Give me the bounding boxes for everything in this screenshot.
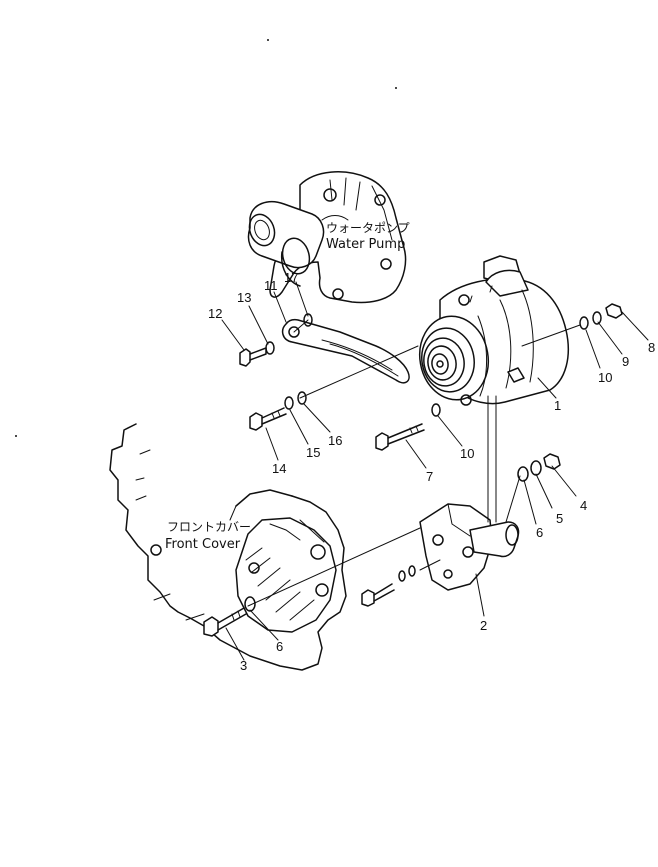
callout-17: 17 — [284, 270, 298, 285]
adjust-bracket — [281, 318, 410, 384]
bolt-12 — [239, 347, 267, 367]
callout-11: 11 — [264, 278, 278, 293]
front-cover-en-label: Front Cover — [165, 537, 241, 552]
callout-4: 4 — [580, 498, 587, 513]
callout-10b: 10 — [460, 446, 474, 461]
callout-12: 12 — [208, 306, 222, 321]
bolt-14 — [249, 407, 287, 431]
callout-3: 3 — [240, 658, 247, 673]
front-cover — [109, 423, 347, 671]
water-pump-housing — [247, 171, 407, 304]
callout-6b: 6 — [276, 639, 283, 654]
callout-14: 14 — [272, 461, 286, 476]
front-cover-jp-label: フロントカバー — [167, 520, 251, 534]
water-pump-jp-label: ウォータポンプ — [326, 221, 410, 235]
callout-2: 2 — [480, 618, 487, 633]
callout-8: 8 — [648, 340, 655, 355]
mounting-bracket — [419, 503, 520, 591]
callout-15: 15 — [306, 445, 320, 460]
callout-numbers: 1 2 3 4 5 6 6 7 8 9 10 10 11 12 13 14 15… — [208, 270, 655, 673]
callout-10a: 10 — [598, 370, 612, 385]
alternator — [418, 255, 569, 406]
callout-7: 7 — [426, 469, 433, 484]
leader-lines — [221, 281, 649, 661]
bolt-7 — [375, 423, 425, 451]
scan-specks — [15, 39, 397, 437]
assembly-lines — [247, 319, 581, 607]
callout-5: 5 — [556, 511, 563, 526]
washers — [244, 303, 623, 612]
bolt-bracket — [361, 583, 395, 607]
callout-9: 9 — [622, 354, 629, 369]
bolt-3 — [203, 607, 247, 637]
callout-1: 1 — [554, 398, 561, 413]
callout-16: 16 — [328, 433, 342, 448]
water-pump-en-label: Water Pump — [326, 237, 405, 252]
callout-6a: 6 — [536, 525, 543, 540]
callout-13: 13 — [237, 290, 251, 305]
